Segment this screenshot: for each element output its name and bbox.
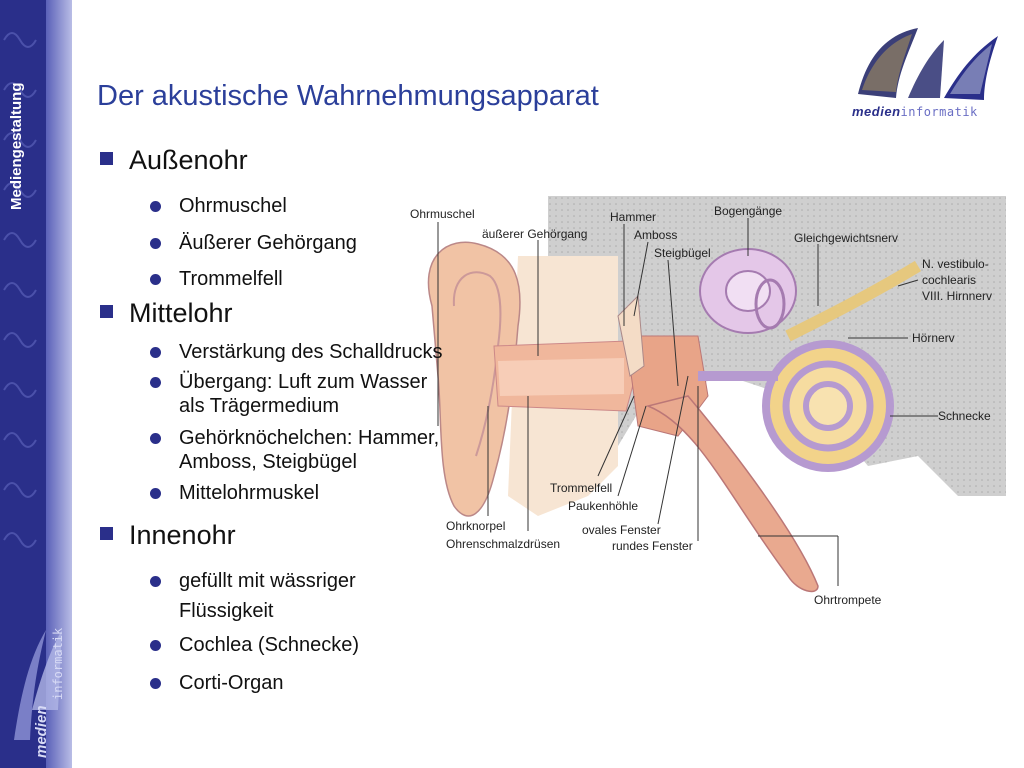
bullet-icon bbox=[150, 576, 161, 587]
list-item: Ohrmuschel bbox=[150, 194, 287, 218]
bullet-icon bbox=[150, 201, 161, 212]
heading-text: Mittelohr bbox=[129, 298, 233, 328]
list-item-text-cont: als Trägermedium bbox=[179, 395, 340, 417]
list-item-text: Cochlea (Schnecke) bbox=[179, 634, 360, 656]
bullet-icon bbox=[150, 238, 161, 249]
list-item-text: Äußerer Gehörgang bbox=[179, 232, 357, 254]
logo-wordmark: medieninformatik bbox=[852, 104, 978, 119]
bullet-icon bbox=[150, 488, 161, 499]
side-logo-icon: medien informatik bbox=[14, 627, 65, 758]
label-hammer: Hammer bbox=[610, 210, 656, 224]
section-heading-mittelohr: Mittelohr bbox=[100, 298, 233, 329]
list-item: Cochlea (Schnecke) bbox=[150, 633, 359, 657]
list-item-text: Trommelfell bbox=[179, 268, 283, 290]
label-rundes-fenster: rundes Fenster bbox=[612, 539, 693, 553]
cochlea bbox=[698, 340, 894, 472]
list-item-text: Ohrmuschel bbox=[179, 195, 287, 217]
bullet-icon bbox=[150, 640, 161, 651]
page-title: Der akustische Wahrnehmungsapparat bbox=[97, 80, 599, 112]
logo-part-medien: medien bbox=[852, 104, 901, 119]
list-item-text: Gehörknöchelchen: Hammer, bbox=[179, 427, 440, 449]
label-hirnnerv: VIII. Hirnnerv bbox=[922, 289, 992, 303]
svg-text:medien: medien bbox=[33, 705, 50, 758]
list-item-text: Verstärkung des Schalldrucks bbox=[179, 341, 443, 363]
label-cochlearis: cochlearis bbox=[922, 273, 976, 287]
section-heading-innenohr: Innenohr bbox=[100, 520, 236, 551]
heading-text: Innenohr bbox=[129, 520, 236, 550]
list-item: Mittelohrmuskel bbox=[150, 481, 319, 505]
label-gleichgewichtsnerv: Gleichgewichtsnerv bbox=[794, 231, 898, 245]
label-ohrtrompete: Ohrtrompete bbox=[814, 593, 882, 607]
list-item-text: Übergang: Luft zum Wasser bbox=[179, 371, 428, 393]
list-item: Trommelfell bbox=[150, 267, 283, 291]
auditory-nerve bbox=[785, 260, 922, 342]
bullet-icon bbox=[150, 433, 161, 444]
square-bullet-icon bbox=[100, 152, 113, 166]
label-paukenhoehle: Paukenhöhle bbox=[568, 499, 638, 513]
list-item-text-cont: Amboss, Steigbügel bbox=[179, 451, 357, 473]
label-steigbuegel: Steigbügel bbox=[654, 246, 711, 260]
list-item: Corti-Organ bbox=[150, 671, 283, 695]
label-ovales-fenster: ovales Fenster bbox=[582, 523, 661, 537]
square-bullet-icon bbox=[100, 305, 113, 319]
ear-diagram: Ohrmuschel äußerer Gehörgang Hammer Ambo… bbox=[410, 196, 1006, 607]
bullet-icon bbox=[150, 347, 161, 358]
label-bogengaenge: Bogengänge bbox=[714, 204, 782, 218]
label-aeusserer-gehoergang: äußerer Gehörgang bbox=[482, 227, 587, 241]
label-hoernerv: Hörnerv bbox=[912, 331, 955, 345]
side-band bbox=[0, 0, 46, 768]
list-item: Äußerer Gehörgang bbox=[150, 231, 357, 255]
bullet-icon bbox=[150, 274, 161, 285]
label-trommelfell: Trommelfell bbox=[550, 481, 612, 495]
bullet-icon bbox=[150, 377, 161, 388]
logo-part-informatik: informatik bbox=[900, 105, 978, 119]
list-item-text: Mittelohrmuskel bbox=[179, 482, 320, 504]
medieninformatik-logo-icon bbox=[858, 28, 998, 100]
label-ohrmuschel: Ohrmuschel bbox=[410, 207, 475, 221]
label-ohrknorpel: Ohrknorpel bbox=[446, 519, 505, 533]
eustachian-tube bbox=[645, 395, 819, 593]
list-item: Gehörknöchelchen: Hammer,Amboss, Steigbü… bbox=[150, 426, 439, 474]
label-ohrenschmalzdruesen: Ohrenschmalzdrüsen bbox=[446, 537, 560, 551]
svg-text:informatik: informatik bbox=[51, 627, 65, 700]
list-item-text: gefüllt mit wässriger bbox=[179, 570, 356, 592]
list-item: Verstärkung des Schalldrucks bbox=[150, 340, 442, 364]
wave-pattern bbox=[3, 32, 37, 548]
square-bullet-icon bbox=[100, 527, 113, 541]
label-n-vestibulo: N. vestibulo- bbox=[922, 257, 989, 271]
sidebar-label: Mediengestaltung bbox=[8, 82, 25, 210]
list-item-text: Corti-Organ bbox=[179, 672, 284, 694]
label-schnecke: Schnecke bbox=[938, 409, 991, 423]
heading-text: Außenohr bbox=[129, 145, 248, 175]
label-amboss: Amboss bbox=[634, 228, 677, 242]
section-heading-aussenohr: Außenohr bbox=[100, 145, 248, 176]
bullet-icon bbox=[150, 678, 161, 689]
list-item-text-cont: Flüssigkeit bbox=[179, 600, 274, 622]
